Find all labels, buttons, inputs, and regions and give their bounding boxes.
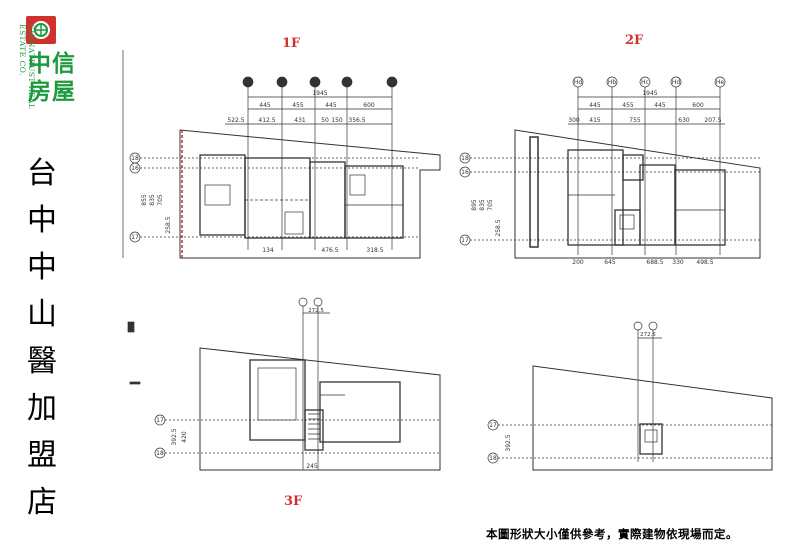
dimension: 300 xyxy=(568,117,580,124)
dimension: 630 xyxy=(678,117,690,124)
logo-emblem-icon xyxy=(26,16,56,44)
store-title: 台中中山醫加盟店 xyxy=(27,156,57,520)
floor-plan-4f: 272.5 17 18 392.5 xyxy=(487,321,773,471)
dimension: 392.5 xyxy=(505,434,512,451)
dimension: 835 xyxy=(479,199,486,211)
row-label: 16 xyxy=(461,169,469,176)
dimension: 600 xyxy=(363,102,375,109)
row-label: 17 xyxy=(461,237,469,244)
axis-label: Hd xyxy=(672,79,681,86)
dimension: 476.5 xyxy=(321,247,338,254)
row-label: 18 xyxy=(461,155,469,162)
axis-label: Hd xyxy=(574,79,583,86)
dimension: 855 xyxy=(141,194,148,206)
dimension: 412.5 xyxy=(258,117,275,124)
axis-label: He xyxy=(388,79,397,86)
dimension: 200 xyxy=(572,259,584,266)
axis-label: Hc xyxy=(311,79,319,86)
dimension: 258.5 xyxy=(495,219,502,236)
dimension: 600 xyxy=(692,102,704,109)
dimension: 498.5 xyxy=(696,259,713,266)
dimension: 522.5 xyxy=(227,117,244,124)
dimension: 705 xyxy=(157,194,164,206)
dimension: 445 xyxy=(589,102,601,109)
dimension: 455 xyxy=(292,102,304,109)
dimension: 207.5 xyxy=(704,117,721,124)
dimension: 755 xyxy=(629,117,641,124)
dimension: 134 xyxy=(262,247,274,254)
dimension: 356.5 xyxy=(348,117,365,124)
dimension: 330 xyxy=(672,259,684,266)
dimension: 392.5 xyxy=(171,428,178,445)
floor-label-3f: 3F xyxy=(284,494,303,509)
floor-label-1f: 1F xyxy=(282,36,301,51)
floor-plan-1f: Hd Hb Hc Hd He 1945 445 455 445 600 522.… xyxy=(122,50,441,259)
dimension: 272.5 xyxy=(640,332,656,338)
dimension: 318.5 xyxy=(366,247,383,254)
dimension: 688.5 xyxy=(646,259,663,266)
axis-label: Hd xyxy=(244,79,253,86)
dimension: 431 xyxy=(294,117,306,124)
floor-plan-3f: 272.5 17 18 420 392.5 245 xyxy=(127,297,441,471)
dimension: 420 xyxy=(181,431,188,443)
brand-name-zh: 中信房屋 xyxy=(28,51,76,105)
dimension: 645 xyxy=(604,259,616,266)
dimension: 895 xyxy=(471,199,478,211)
dimension-total: 1945 xyxy=(312,90,327,97)
dimension: 50 xyxy=(321,117,329,124)
dimension: 415 xyxy=(589,117,601,124)
axis-label: Hc xyxy=(641,79,649,86)
dimension: 835 xyxy=(149,194,156,206)
row-label: 16 xyxy=(131,165,139,172)
floor-plan-2f: Hd Hb Hc Hd He 1945 445 455 445 600 300 … xyxy=(459,76,761,266)
dimension: 445 xyxy=(259,102,271,109)
row-label: 18 xyxy=(489,455,497,462)
dimension: 445 xyxy=(325,102,337,109)
dimension: 445 xyxy=(654,102,666,109)
brand-logo: CHINATRUST REAL ESTATE CO. 中信房屋 xyxy=(10,8,90,133)
row-label: 17 xyxy=(131,234,139,241)
dimension: 245 xyxy=(306,463,318,470)
axis-label: He xyxy=(716,79,725,86)
axis-label: Hd xyxy=(343,79,352,86)
row-label: 18 xyxy=(131,155,139,162)
axis-label: Hb xyxy=(278,79,287,86)
dimension: 455 xyxy=(622,102,634,109)
row-label: 18 xyxy=(156,450,164,457)
dimension: 705 xyxy=(487,199,494,211)
disclaimer-note: 本圖形狀大小僅供參考，實際建物依現場而定。 xyxy=(486,527,738,541)
axis-label: Hb xyxy=(608,79,617,86)
dimension: 258.5 xyxy=(165,216,172,233)
row-label: 17 xyxy=(156,417,164,424)
row-label: 17 xyxy=(489,422,497,429)
floor-label-2f: 2F xyxy=(625,33,644,48)
brand-name-en: CHINATRUST REAL ESTATE CO. xyxy=(18,24,36,110)
dimension: 272.5 xyxy=(308,308,324,314)
dimension: 150 xyxy=(331,117,343,124)
dimension-total: 1945 xyxy=(642,90,657,97)
